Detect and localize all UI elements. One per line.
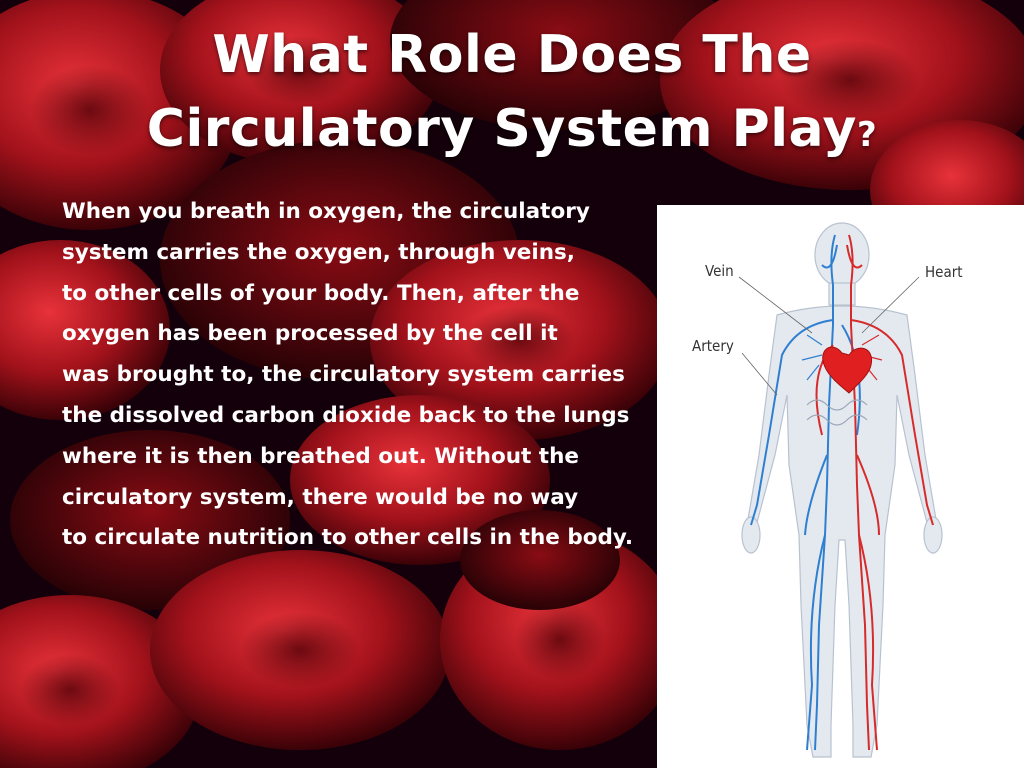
heart-label: Heart (925, 263, 963, 281)
vein-pointer-line (738, 276, 813, 334)
body-line: When you breath in oxygen, the circulato… (62, 199, 590, 224)
circulatory-system-diagram: Vein Heart Artery (657, 205, 1024, 768)
title-question-mark: ? (856, 115, 878, 155)
body-line: circulatory system, there would be no wa… (62, 484, 579, 510)
body-line: to other cells of your body. Then, after… (62, 280, 580, 306)
slide-title: What Role Does The Circulatory System Pl… (0, 18, 1024, 172)
body-line: system carries the oxygen, through veins… (62, 239, 575, 265)
artery-label: Artery (692, 337, 734, 355)
human-body-figure: Vein Heart Artery (692, 222, 963, 758)
title-line-1: What Role Does The (212, 25, 812, 85)
arteries (815, 234, 934, 751)
heart-pointer-line (861, 276, 920, 334)
body-paragraph: When you breath in oxygen, the circulato… (62, 192, 702, 559)
vein-label: Vein (705, 262, 734, 280)
title-line-2-text: Circulatory System Play (146, 99, 857, 159)
title-line-2: Circulatory System Play? (0, 92, 1024, 172)
body-line: the dissolved carbon dioxide back to the… (62, 402, 630, 428)
body-silhouette (741, 222, 943, 758)
intestines (806, 399, 868, 426)
veins (750, 234, 861, 751)
body-line: oxygen has been processed by the cell it (62, 321, 558, 347)
artery-pointer-line (741, 352, 778, 396)
heart-icon (822, 346, 873, 394)
body-line: to circulate nutrition to other cells in… (62, 525, 634, 551)
body-line: was brought to, the circulatory system c… (62, 362, 625, 388)
body-line: where it is then breathed out. Without t… (62, 443, 579, 469)
